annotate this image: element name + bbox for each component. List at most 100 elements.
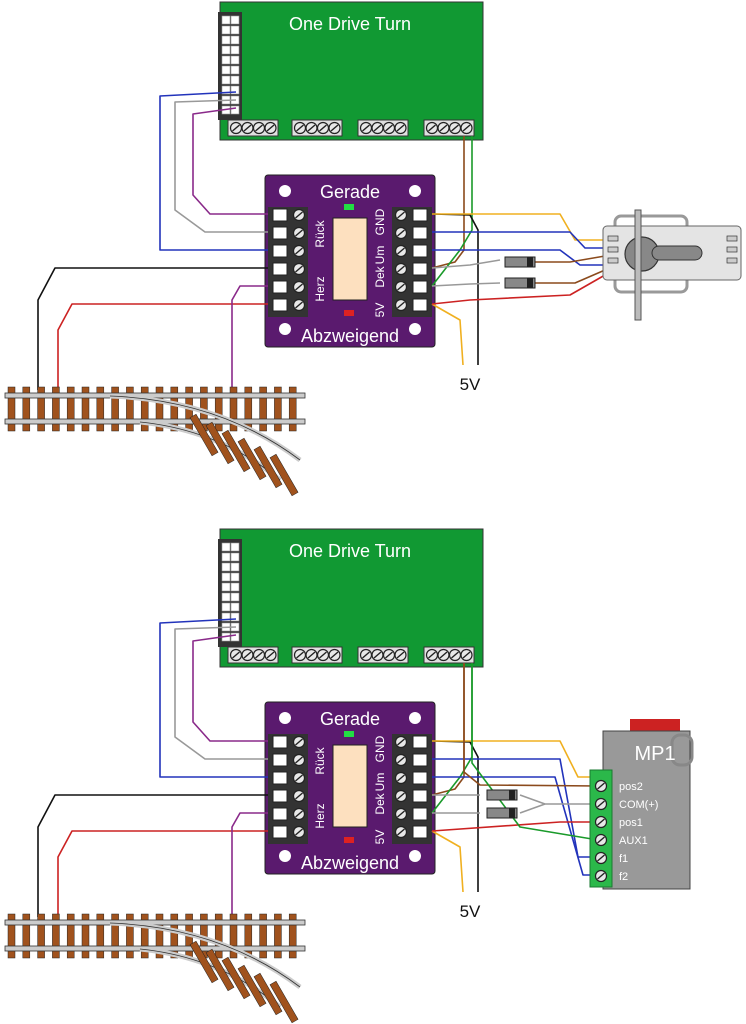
controller-title: One Drive Turn (289, 14, 411, 34)
terminal-screw (264, 121, 277, 135)
header-pin (221, 592, 231, 602)
track-tie (66, 913, 75, 959)
terminal-screw (229, 648, 243, 662)
terminal-screw (394, 262, 408, 276)
track-tie (221, 956, 251, 1000)
terminal-screw (241, 648, 254, 662)
wire-purple (192, 634, 268, 742)
wire-red-motor (431, 274, 606, 305)
terminal-screw (264, 648, 277, 662)
wire-blue (159, 618, 268, 778)
led-red (344, 837, 354, 843)
terminal-socket (412, 280, 428, 294)
panel-top: One Drive TurnGeradeAbzweigendRückHerzUm… (4, 1, 742, 497)
diode (504, 277, 536, 289)
terminal-screw (394, 298, 408, 312)
terminal-socket (412, 262, 428, 276)
terminal-screw (316, 121, 330, 135)
terminal-screw (460, 121, 473, 135)
track-tie (66, 386, 75, 432)
track-tie (288, 913, 297, 959)
terminal-socket (272, 262, 288, 276)
supply-label: 5V (460, 375, 481, 394)
led-green (344, 731, 354, 737)
header-pin (230, 572, 240, 582)
terminal-screw (394, 753, 408, 767)
terminal-screw (594, 833, 608, 847)
terminal-screw (252, 648, 266, 662)
header-pin (221, 572, 231, 582)
wire-black (37, 794, 268, 917)
terminal-screw (241, 121, 254, 135)
controller-board (219, 1, 484, 141)
track-tie (274, 386, 282, 432)
terminal-screw (359, 648, 373, 662)
terminal-screw (359, 121, 373, 135)
header-pin (230, 45, 240, 55)
mount-hole (409, 712, 421, 724)
terminal-screw (328, 648, 341, 662)
terminal-socket (272, 771, 288, 785)
terminal-socket (272, 298, 288, 312)
terminal-screw (594, 815, 608, 829)
track-tie (52, 913, 60, 959)
terminal-socket (412, 244, 428, 258)
terminal-screw (460, 648, 473, 662)
terminal-screw (292, 771, 306, 785)
track (4, 386, 306, 497)
track-tie (253, 445, 283, 489)
wire-gray-diode (431, 259, 501, 269)
track-tie (237, 964, 267, 1008)
label-dek: Dek (373, 792, 387, 814)
wire-red (57, 830, 268, 917)
relay-component (332, 744, 368, 828)
track-tie (189, 940, 219, 984)
terminal-socket (272, 735, 288, 749)
terminal-screw (437, 648, 450, 662)
label-um: Um (373, 246, 387, 265)
terminal-screw (328, 121, 341, 135)
terminal-socket (272, 244, 288, 258)
terminal-screw (371, 121, 384, 135)
motor-arm (651, 245, 703, 261)
track-tie (140, 386, 149, 432)
track-tie (126, 386, 134, 432)
panel-bottom: One Drive TurnGeradeAbzweigendRückHerzUm… (4, 528, 694, 1024)
header-pin (230, 582, 240, 592)
mp1-pin-label: pos1 (619, 817, 643, 829)
track-tie (253, 972, 283, 1016)
relay-top-label: Gerade (320, 182, 380, 202)
track-tie (274, 913, 282, 959)
supply-label: 5V (460, 902, 481, 921)
terminal-screw (292, 262, 306, 276)
terminal-screw (292, 244, 306, 258)
wire-black-gnd (431, 213, 479, 365)
diode (486, 807, 518, 819)
terminal-socket (272, 280, 288, 294)
terminal-socket (412, 825, 428, 839)
track-tie (288, 386, 297, 432)
terminal-screw (394, 789, 408, 803)
wire-brown-mp1 (463, 663, 599, 787)
relay-component (332, 217, 368, 301)
track-tie (269, 453, 299, 497)
header-pin (221, 602, 231, 612)
header-pin (221, 15, 231, 25)
motor-tab (607, 257, 619, 264)
track-tie (7, 386, 16, 432)
terminal-screw (394, 735, 408, 749)
label-5v: 5V (373, 303, 387, 318)
terminal-screw (292, 298, 306, 312)
header-pin (221, 55, 231, 65)
wire-green (431, 136, 473, 287)
rail-diverge-edge (109, 922, 301, 988)
label-rueck: Rück (313, 219, 327, 247)
terminal-screw (394, 226, 408, 240)
track (4, 913, 306, 1024)
mount-hole (279, 185, 291, 197)
track-tie (259, 913, 267, 959)
mp1-pin-label: pos2 (619, 781, 643, 793)
terminal-socket (272, 807, 288, 821)
track-tie (126, 913, 134, 959)
track-tie (22, 386, 31, 432)
